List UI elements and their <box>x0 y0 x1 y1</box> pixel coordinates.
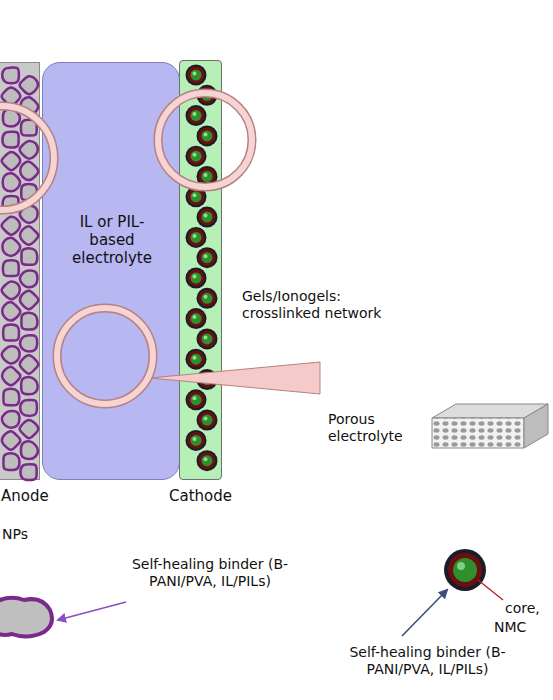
cathode-particle <box>186 389 207 410</box>
anode-particle <box>20 335 37 351</box>
pointer-arrow <box>58 602 126 620</box>
anode-particle <box>20 271 38 288</box>
anode-particle <box>20 355 39 374</box>
anode-particle <box>20 226 38 245</box>
anode-particle <box>20 141 38 159</box>
anode-particle <box>2 152 21 170</box>
anode-particle <box>2 68 19 84</box>
anode-particle <box>2 238 20 256</box>
callout-text: Gels/Ionogels: crosslinked network <box>242 288 384 322</box>
core-shell-particle <box>444 549 503 600</box>
cathode-particle <box>197 207 218 228</box>
porous-block <box>432 404 548 448</box>
cathode-particle <box>186 268 207 289</box>
cathode-particle <box>186 146 207 167</box>
cathode-particle <box>186 65 207 86</box>
anode-particle <box>3 453 19 470</box>
callout-text: Porous electrolyte <box>328 411 423 445</box>
anode-particle <box>2 282 20 300</box>
cathode-particle <box>186 349 207 370</box>
binder-label: Self-healing binder (B-PANI/PVA, IL/PILs… <box>325 644 530 678</box>
anode-particle <box>21 248 37 264</box>
anode-particle <box>20 76 38 94</box>
cathode-particle <box>186 227 207 248</box>
anode-particle <box>20 291 38 310</box>
cathode-particle <box>197 125 218 146</box>
cathode-particle <box>197 450 218 471</box>
magnifier-ring <box>0 93 252 404</box>
anode-particle <box>2 132 18 148</box>
cathode-particle <box>186 430 207 451</box>
particle-label: core, <box>505 600 549 617</box>
anode-particle <box>3 173 20 191</box>
particle-fill <box>180 61 223 481</box>
particle-label: NPs <box>2 526 62 543</box>
cathode-particle <box>186 105 207 126</box>
anode-particle <box>20 420 39 438</box>
cathode-particle <box>197 410 218 431</box>
cathode-particle <box>186 308 207 329</box>
cathode-particle <box>197 288 218 309</box>
pointer-arrow <box>402 590 447 636</box>
part-heading: Cathode <box>169 487 259 505</box>
anode-particle <box>20 162 38 180</box>
anode-particle <box>3 325 19 341</box>
anode-particle <box>2 411 20 428</box>
cathode-particle <box>197 328 218 349</box>
part-heading: Anode <box>1 487 81 505</box>
anode-particle <box>2 346 20 363</box>
particle-fill <box>0 63 41 481</box>
anode-particle <box>21 377 38 394</box>
anode-particle <box>21 441 38 459</box>
cathode-strip: Cathode <box>179 60 222 480</box>
anode-particle <box>0 598 52 637</box>
anode-particle <box>2 367 20 386</box>
anode-particle <box>2 431 20 450</box>
anode-particle <box>21 313 37 330</box>
anode-strip: Anode <box>0 62 40 480</box>
anode-particle <box>20 464 36 480</box>
anode-particle <box>20 400 37 416</box>
box-text: IL or PIL-based electrolyte <box>62 213 162 267</box>
anode-particle <box>3 260 19 276</box>
callout-wedge <box>150 362 320 394</box>
anode-particle <box>2 302 20 320</box>
anode-particle <box>2 217 20 235</box>
binder-label: Self-healing binder (B-PANI/PVA, IL/PILs… <box>110 556 310 590</box>
particle-label: NMC <box>494 619 544 636</box>
cathode-particle <box>197 247 218 268</box>
anode-particle <box>3 389 19 405</box>
